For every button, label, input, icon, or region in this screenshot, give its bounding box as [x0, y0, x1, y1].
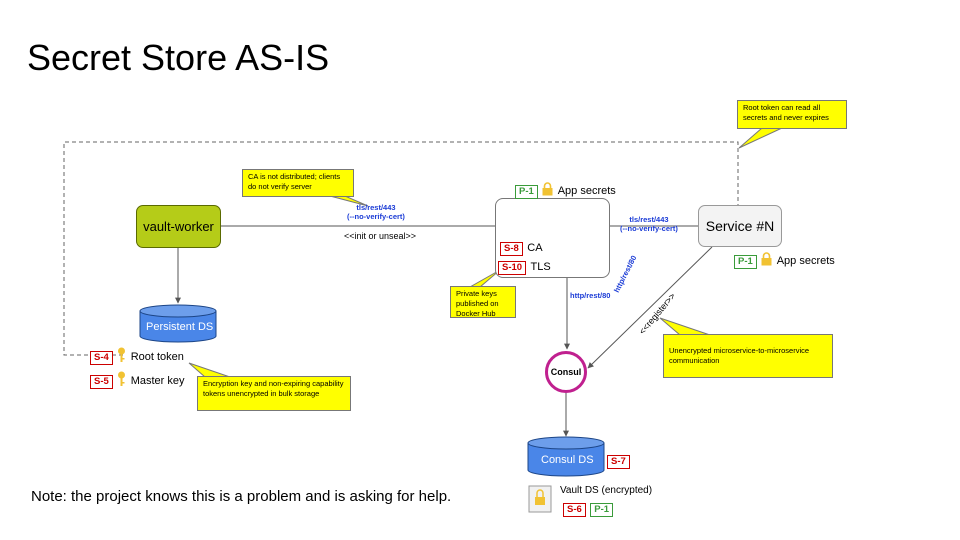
- root-token-row: S-4 Root token: [90, 347, 184, 365]
- security-tag: S-5: [90, 375, 113, 389]
- padlock-icon: [542, 182, 553, 196]
- page-title: Secret Store AS-IS: [27, 37, 330, 78]
- persistent-ds-label: Persistent DS: [146, 321, 214, 333]
- security-tag: S-10: [498, 261, 527, 275]
- master-key-label: Master key: [130, 375, 185, 387]
- security-tag: S-7: [607, 455, 630, 469]
- footer-note: Note: the project knows this is a proble…: [31, 488, 452, 505]
- vault-ds-label: Vault DS (encrypted): [560, 485, 653, 496]
- consul-ds-label: Consul DS: [541, 454, 594, 466]
- service-tls-line1: tls/rest/443: [629, 215, 669, 224]
- master-key-row: S-5 Master key: [90, 371, 185, 389]
- document-lock-icon: [528, 485, 552, 513]
- private-keys-callout: Private keys published on Docker Hub: [450, 286, 516, 318]
- s8-row: S-8 CA: [500, 238, 543, 256]
- callout-pointer-unencrypted: [659, 317, 711, 336]
- service-tls-label: tls/rest/443 (--no-verify-cert): [620, 215, 678, 233]
- vault-ds-tags: S-6 P-1: [563, 499, 614, 517]
- security-tag: S-4: [90, 351, 113, 365]
- worker-tls-line2: (--no-verify-cert): [347, 212, 405, 221]
- app-secrets-label: App secrets: [776, 255, 835, 267]
- app-secrets-label: App secrets: [557, 185, 616, 197]
- root-token-dashed-line: [63, 141, 739, 356]
- unencrypted-callout: Unencrypted microservice-to-microservice…: [663, 334, 833, 378]
- ca-label: CA: [527, 242, 543, 254]
- s10-row: S-10 TLS: [498, 257, 551, 275]
- vault-worker-node[interactable]: vault-worker: [136, 205, 221, 248]
- privacy-tag: P-1: [515, 185, 538, 199]
- consul-node[interactable]: Consul: [545, 351, 587, 393]
- service-app-secrets: P-1 App secrets: [734, 251, 835, 269]
- privacy-tag: P-1: [590, 503, 614, 517]
- security-tag: S-6: [563, 503, 586, 517]
- key-icon: [118, 347, 126, 362]
- encryption-callout: Encryption key and non-expiring capabili…: [197, 376, 351, 411]
- root-token-label: Root token: [130, 351, 184, 363]
- security-tag: S-8: [500, 242, 523, 256]
- callout-pointer-root-token: [738, 127, 783, 149]
- vault-app-secrets: P-1 App secrets: [515, 181, 616, 199]
- key-icon: [118, 371, 126, 386]
- init-unseal-label: <<init or unseal>>: [344, 231, 417, 241]
- callout-pointer-encryption: [188, 362, 231, 378]
- tls-label: TLS: [530, 261, 551, 273]
- service-tls-line2: (--no-verify-cert): [620, 224, 678, 233]
- worker-tls-label: tls/rest/443 (--no-verify-cert): [347, 203, 405, 221]
- database-icon: [527, 436, 605, 477]
- ca-callout: CA is not distributed; clients do not ve…: [242, 169, 354, 197]
- worker-tls-line1: tls/rest/443: [356, 203, 396, 212]
- service-to-consul-edge: [587, 246, 713, 369]
- privacy-tag: P-1: [734, 255, 757, 269]
- padlock-icon: [761, 252, 772, 266]
- service-node[interactable]: Service #N: [698, 205, 782, 247]
- database-icon: [139, 304, 217, 343]
- vault-consul-label: http/rest/80: [570, 291, 611, 300]
- root-token-callout: Root token can read all secrets and neve…: [737, 100, 847, 129]
- vault-label: Vault: [554, 207, 576, 217]
- s7-row: S-7: [607, 451, 630, 469]
